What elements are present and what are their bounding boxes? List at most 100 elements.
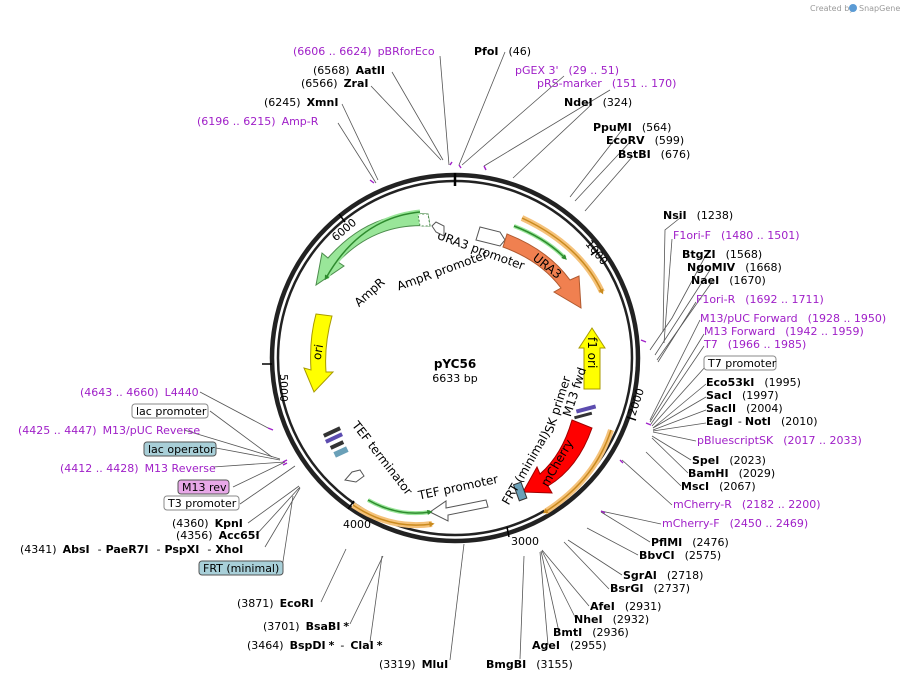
translation-ura3-line: [521, 217, 604, 295]
site-ecorv[interactable]: EcoRV(599): [606, 134, 684, 147]
feature-mcherry[interactable]: [522, 419, 593, 494]
site-saci[interactable]: SacI(1997): [706, 389, 779, 402]
primer-prs-marker[interactable]: pRS-marker(151 .. 170): [537, 77, 676, 90]
primer-m13-forward[interactable]: M13 Forward(1942 .. 1959): [704, 325, 864, 338]
site-xmni[interactable]: (6245)XmnI: [264, 96, 338, 109]
feature-box-lac-promoter[interactable]: lac promoter: [131, 403, 209, 419]
tick-4000: 4000: [343, 500, 371, 531]
svg-text:T3 promoter: T3 promoter: [167, 497, 237, 510]
site-sacii[interactable]: SacII(2004): [706, 402, 783, 415]
svg-text:FRT (minimal): FRT (minimal): [203, 562, 279, 575]
feature-ura3-promoter[interactable]: [475, 226, 506, 247]
site-acc65i[interactable]: (4356)Acc65I: [176, 529, 260, 542]
feature-box-t7-promoter[interactable]: T7 promoter: [703, 355, 777, 371]
feature-box-frt-minimal[interactable]: FRT (minimal): [198, 560, 284, 576]
site-nsii[interactable]: NsiI(1238): [663, 209, 733, 222]
site-bamhi[interactable]: BamHI(2029): [688, 467, 775, 480]
site-btgzi[interactable]: BtgZI(1568): [682, 248, 762, 261]
site-bstbi[interactable]: BstBI(676): [618, 148, 690, 161]
site-bspdi-clai[interactable]: (3464)BspDI*-ClaI*: [247, 639, 383, 652]
site-ngomiv[interactable]: NgoMIV(1668): [687, 261, 782, 274]
site-sgrai[interactable]: SgrAI(2718): [623, 569, 703, 582]
plasmid-name: pYC56: [434, 357, 476, 371]
primer-m13-puc-forward[interactable]: M13/pUC Forward(1928 .. 1950): [700, 312, 886, 325]
snapgene-logo-icon: [849, 4, 857, 12]
site-eagi-noti[interactable]: EagI-NotI(2010): [706, 415, 818, 428]
primer-m13-reverse[interactable]: (4412 .. 4428)M13 Reverse: [60, 462, 216, 475]
svg-text:T7 promoter: T7 promoter: [707, 357, 777, 370]
translation-ampr-line: [324, 211, 421, 281]
site-bsrgi[interactable]: BsrGI(2737): [610, 582, 690, 595]
translation-ura3-inner-line: [513, 225, 567, 260]
feature-f1-ori[interactable]: [578, 327, 606, 390]
label-ura3: URA3: [530, 251, 564, 282]
svg-text:3000: 3000: [511, 535, 539, 548]
primer-m13-puc-reverse[interactable]: (4425 .. 4447)M13/pUC Reverse: [18, 424, 200, 437]
feature-box-m13-rev[interactable]: M13 rev: [177, 479, 230, 495]
feature-m13-fwd-bar: [575, 404, 597, 414]
label-f1-ori: f1 ori: [585, 337, 599, 368]
site-bmti[interactable]: BmtI(2936): [553, 626, 629, 639]
site-spei[interactable]: SpeI(2023): [692, 454, 766, 467]
primer-l4440[interactable]: (4643 .. 4660)L4440: [80, 386, 199, 399]
site-zrai[interactable]: (6566)ZraI: [301, 77, 369, 90]
tick-3000: 3000: [506, 526, 539, 548]
translation-bottom-line: [352, 504, 435, 527]
site-pflmi[interactable]: PflMI(2476): [651, 536, 729, 549]
site-msci[interactable]: MscI(2067): [681, 480, 756, 493]
translation-bottom-inner-line: [367, 499, 433, 515]
site-naei[interactable]: NaeI(1670): [691, 274, 766, 287]
svg-text:M13 rev: M13 rev: [182, 481, 227, 494]
svg-text:5000: 5000: [277, 374, 290, 402]
plasmid-backbone: [269, 172, 641, 544]
primer-f1ori-r[interactable]: F1ori-R(1692 .. 1711): [696, 293, 824, 306]
site-bsabi[interactable]: (3701)BsaBI*: [263, 620, 349, 633]
site-bmgbi[interactable]: BmgBI(3155): [486, 658, 573, 671]
plasmid-length: 6633 bp: [432, 372, 477, 385]
feature-box-lac-operator[interactable]: lac operator: [143, 441, 217, 457]
lac-region-features: [322, 426, 349, 458]
site-ndei[interactable]: NdeI(324): [564, 96, 632, 109]
primer-mcherry-r[interactable]: mCherry-R(2182 .. 2200): [673, 498, 820, 511]
feature-sk-primer-bar: [574, 411, 593, 420]
label-ampr: AmpR: [352, 275, 388, 309]
feature-box-t3-promoter[interactable]: T3 promoter: [163, 495, 240, 511]
feature-ampr-promoter[interactable]: [431, 221, 445, 237]
primer-mcherry-f[interactable]: mCherry-F(2450 .. 2469): [662, 517, 808, 530]
svg-text:lac operator: lac operator: [148, 443, 215, 456]
feature-tef-terminator[interactable]: [344, 469, 365, 483]
credit-prefix: Created by: [810, 4, 854, 13]
primer-t7[interactable]: T7(1966 .. 1985): [703, 338, 806, 351]
tick-5000: 5000: [262, 363, 290, 402]
svg-text:lac promoter: lac promoter: [136, 405, 207, 418]
primer-amp-r[interactable]: (6196 .. 6215)Amp-R: [197, 115, 319, 128]
feature-frt-minimal[interactable]: [512, 481, 528, 502]
feature-ori[interactable]: [303, 313, 335, 393]
label-ampr-promoter: AmpR promoter: [395, 248, 489, 294]
site-nhei[interactable]: NheI(2932): [574, 613, 649, 626]
leader-lines: [183, 51, 713, 661]
site-aatii[interactable]: (6568)AatII: [313, 64, 385, 77]
primer-pgex3[interactable]: pGEX 3'(29 .. 51): [515, 64, 619, 77]
primer-pbrforeco[interactable]: (6606 .. 6624)pBRforEco: [293, 45, 435, 58]
translation-mcherry-line: [542, 429, 612, 514]
site-agei[interactable]: AgeI(2955): [532, 639, 607, 652]
label-ori: ori: [310, 343, 326, 361]
site-absi-paer7i-pspxi-xhoi[interactable]: (4341)AbsI-PaeR7I-PspXI-XhoI: [20, 543, 243, 556]
primer-f1ori-f[interactable]: F1ori-F(1480 .. 1501): [673, 229, 800, 242]
feature-tef-promoter[interactable]: [429, 499, 489, 522]
site-pfoi[interactable]: PfoI(46): [474, 45, 531, 58]
site-ecori[interactable]: (3871)EcoRI: [237, 597, 314, 610]
site-kpni[interactable]: (4360)KpnI: [172, 517, 243, 530]
svg-text:4000: 4000: [343, 518, 371, 531]
primer-markers: [267, 161, 652, 514]
site-afei[interactable]: AfeI(2931): [590, 600, 661, 613]
primer-pbluescriptsk[interactable]: pBluescriptSK(2017 .. 2033): [697, 434, 862, 447]
feature-ura3[interactable]: [502, 233, 582, 309]
site-mlui[interactable]: (3319)MluI: [379, 658, 448, 671]
site-eco53ki[interactable]: Eco53kI(1995): [706, 376, 801, 389]
ampr-partial: [417, 213, 431, 227]
site-ppumi[interactable]: PpuMI(564): [593, 121, 671, 134]
site-bbvci[interactable]: BbvCI(2575): [639, 549, 721, 562]
